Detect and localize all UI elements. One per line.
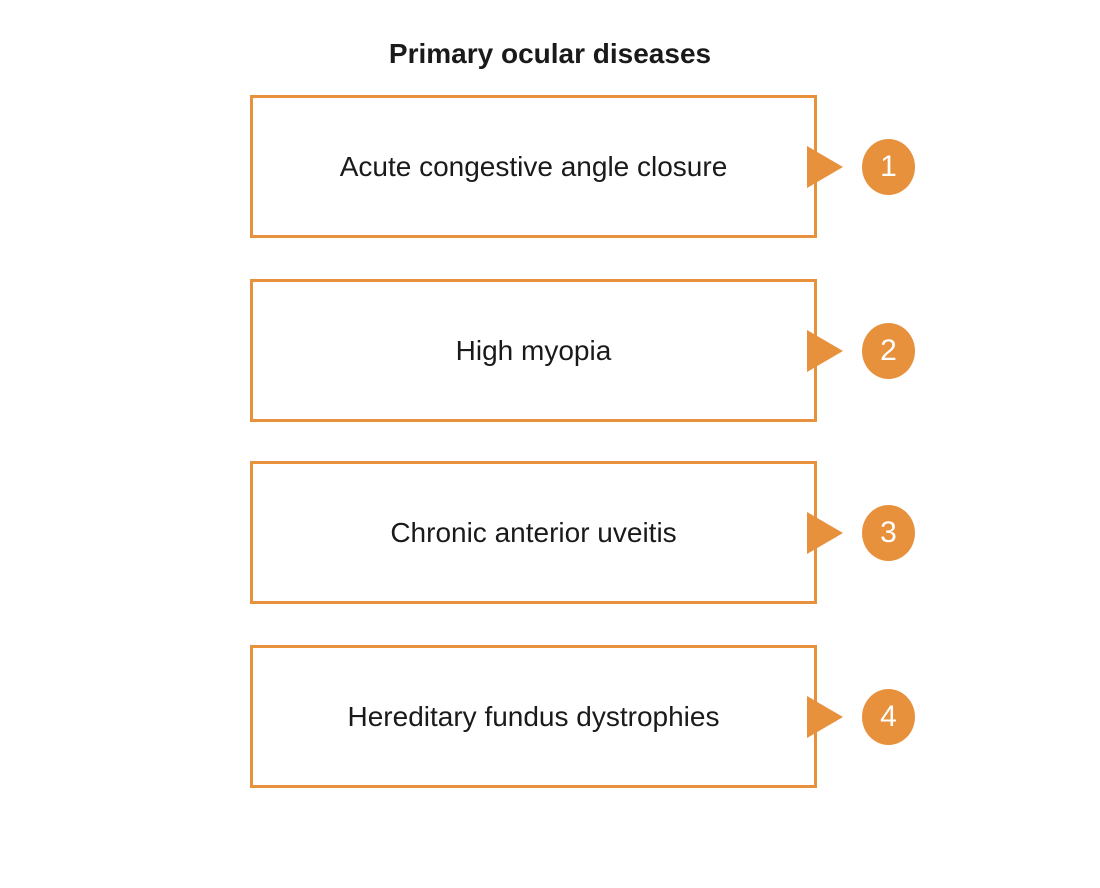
disease-box: Hereditary fundus dystrophies: [250, 645, 817, 788]
arrow-right-icon: [807, 511, 843, 554]
arrow-right-icon: [807, 145, 843, 188]
disease-row: High myopia 2: [0, 279, 1100, 422]
number-badge: 4: [862, 688, 915, 745]
number-badge: 1: [862, 138, 915, 195]
disease-box: Acute congestive angle closure: [250, 95, 817, 238]
number-badge: 2: [862, 322, 915, 379]
disease-box: Chronic anterior uveitis: [250, 461, 817, 604]
disease-row: Hereditary fundus dystrophies 4: [0, 645, 1100, 788]
disease-label: Hereditary fundus dystrophies: [347, 700, 720, 732]
diagram-title: Primary ocular diseases: [388, 38, 712, 69]
disease-row: Chronic anterior uveitis 3: [0, 461, 1100, 604]
arrow-right-icon: [807, 695, 843, 738]
badge-number-label: 1: [880, 149, 897, 183]
disease-box: High myopia: [250, 279, 817, 422]
number-badge: 3: [862, 504, 915, 561]
badge-number-label: 3: [880, 515, 897, 549]
arrow-right-icon: [807, 329, 843, 372]
disease-row: Acute congestive angle closure 1: [0, 95, 1100, 238]
disease-label: Chronic anterior uveitis: [390, 516, 677, 548]
badge-number-label: 2: [880, 333, 897, 367]
disease-label: High myopia: [455, 334, 612, 366]
badge-number-label: 4: [880, 699, 897, 733]
disease-label: Acute congestive angle closure: [339, 150, 728, 182]
